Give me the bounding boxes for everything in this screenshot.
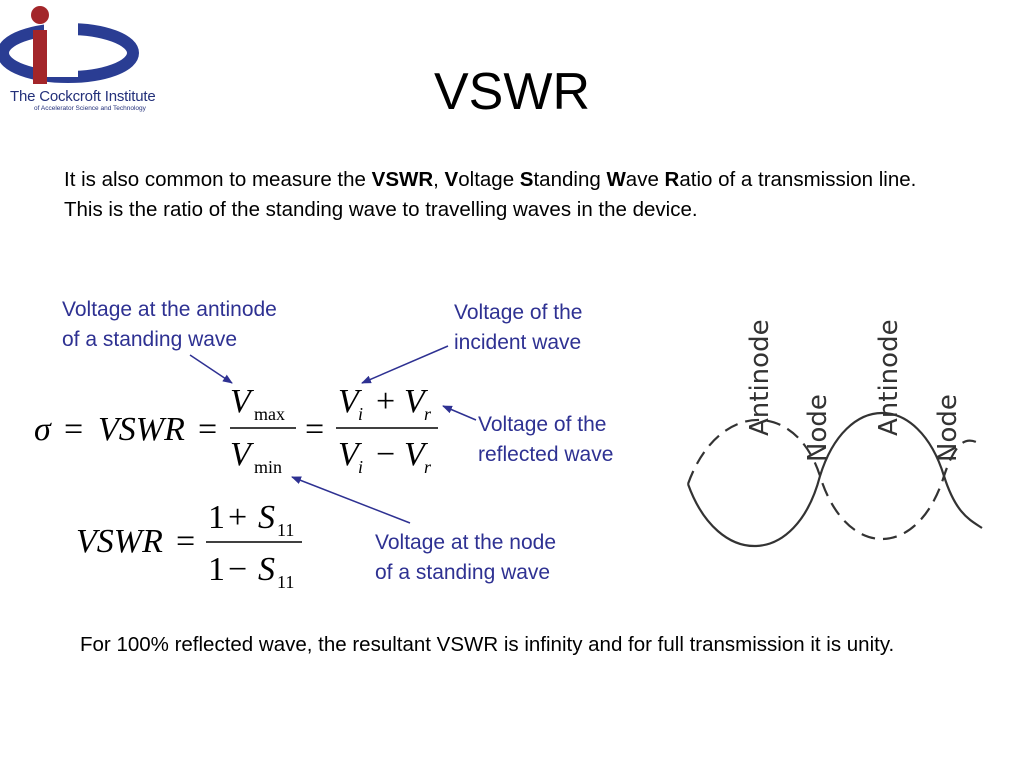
s11-numerator: S	[258, 499, 275, 536]
solid-wave	[686, 411, 983, 548]
minus-sign: −	[376, 436, 395, 473]
equation-vswr-definition: σ = VSWR = V max V min = V i + V r V i −…	[34, 383, 438, 477]
dashed-wave	[686, 418, 983, 541]
wave-labels: Antinode Node Antinode Node	[745, 319, 963, 462]
equals-sign: =	[198, 411, 217, 448]
v-min: V	[230, 436, 255, 473]
vswr-symbol: VSWR	[76, 523, 163, 560]
min-subscript: min	[254, 457, 282, 477]
v-max: V	[230, 383, 255, 420]
max-subscript: max	[254, 404, 285, 424]
plus-sign: +	[228, 499, 247, 536]
equation-vswr-s11: VSWR 1 = 1 + S 11 1 − S 11	[76, 499, 302, 592]
arrow-reflected	[442, 405, 477, 421]
slide-title: VSWR	[434, 63, 590, 121]
r-subscript: r	[424, 457, 432, 477]
footer-paragraph: For 100% reflected wave, the resultant V…	[80, 633, 895, 656]
logo-name: The Cockcroft Institute	[10, 88, 156, 105]
arrow-antinode	[189, 354, 233, 384]
equals-sign: =	[176, 523, 195, 560]
arrow-node	[291, 476, 411, 524]
arrow-incident	[361, 345, 449, 384]
r-subscript: r	[424, 404, 432, 424]
s11-subscript: 11	[277, 520, 294, 540]
i-subscript: i	[358, 404, 363, 424]
standing-wave-diagram	[686, 411, 983, 548]
one-numerator: 1	[208, 499, 225, 536]
plus-sign: +	[376, 383, 395, 420]
cockcroft-logo	[0, 6, 139, 84]
label-node-1: Node	[803, 394, 833, 462]
i-subscript: i	[358, 457, 363, 477]
intro-paragraph: It is also common to measure the VSWR, V…	[64, 168, 917, 221]
logo-gap	[44, 22, 78, 77]
equals-sign: =	[305, 411, 324, 448]
label-antinode-2: Antinode	[874, 319, 904, 436]
minus-sign: −	[228, 551, 247, 588]
logo-dot-icon	[31, 6, 49, 24]
logo-stem-icon	[33, 30, 47, 84]
sigma-symbol: σ	[34, 411, 52, 448]
label-antinode-1: Antinode	[745, 319, 775, 436]
logo-subtitle: of Accelerator Science and Technology	[34, 105, 146, 112]
vswr-symbol: VSWR	[98, 411, 185, 448]
equals-sign: =	[64, 411, 83, 448]
label-node-2: Node	[933, 394, 963, 462]
s11-denominator: S	[258, 551, 275, 588]
s11-subscript: 11	[277, 572, 294, 592]
one-denominator: 1	[208, 551, 225, 588]
callout-arrows	[189, 345, 477, 524]
